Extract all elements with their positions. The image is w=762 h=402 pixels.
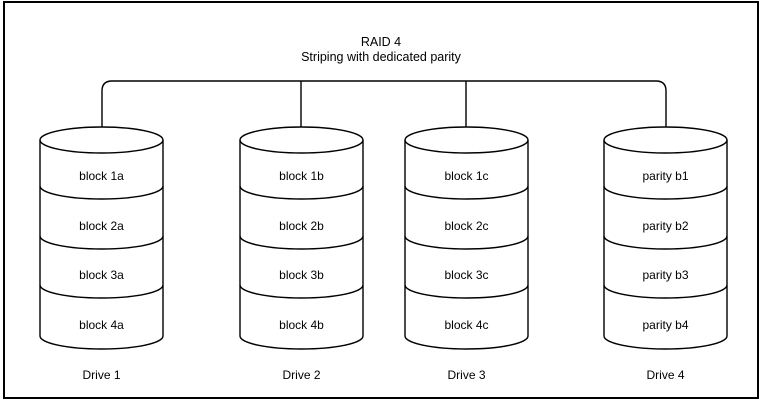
block-label: block 4b bbox=[279, 318, 324, 332]
cylinder-outline bbox=[404, 126, 529, 350]
drive-name-label: Drive 2 bbox=[282, 368, 321, 382]
block-label: block 2a bbox=[79, 219, 124, 233]
drive-name-label: Drive 3 bbox=[447, 368, 486, 382]
drive-4: parity b1 parity b2 parity b3 parity b4 … bbox=[602, 125, 729, 387]
drive-1: block 1a block 2a block 3a block 4a Driv… bbox=[38, 125, 165, 387]
diagram-border bbox=[3, 1, 759, 399]
block-label: parity b1 bbox=[642, 169, 689, 183]
block-label: parity b3 bbox=[642, 268, 689, 282]
drive-4-cylinder-icon bbox=[603, 126, 728, 350]
block-label: block 1b bbox=[279, 169, 324, 183]
block-label: block 3c bbox=[444, 268, 489, 282]
block-label: block 2b bbox=[279, 219, 324, 233]
drive-name-label: Drive 4 bbox=[646, 368, 685, 382]
block-label: block 1c bbox=[444, 169, 489, 183]
cylinder-outline bbox=[603, 126, 728, 350]
block-label: block 3a bbox=[79, 268, 124, 282]
drive-2: block 1b block 2b block 3b block 4b Driv… bbox=[238, 125, 365, 387]
cylinder-outline bbox=[39, 126, 164, 350]
block-label: block 4a bbox=[79, 318, 124, 332]
title-block: RAID 4 Striping with dedicated parity bbox=[0, 35, 762, 65]
diagram-subtitle: Striping with dedicated parity bbox=[301, 50, 461, 64]
block-label: block 1a bbox=[79, 169, 124, 183]
block-label: parity b4 bbox=[642, 318, 689, 332]
drive-2-cylinder-icon bbox=[239, 126, 364, 350]
diagram-title: RAID 4 bbox=[360, 35, 402, 49]
block-label: block 2c bbox=[444, 219, 489, 233]
drive-name-label: Drive 1 bbox=[82, 368, 121, 382]
drive-3: block 1c block 2c block 3c block 4c Driv… bbox=[403, 125, 530, 387]
block-label: parity b2 bbox=[642, 219, 689, 233]
block-label: block 4c bbox=[444, 318, 489, 332]
cylinder-outline bbox=[239, 126, 364, 350]
drive-1-cylinder-icon bbox=[39, 126, 164, 350]
drive-3-cylinder-icon bbox=[404, 126, 529, 350]
block-label: block 3b bbox=[279, 268, 324, 282]
